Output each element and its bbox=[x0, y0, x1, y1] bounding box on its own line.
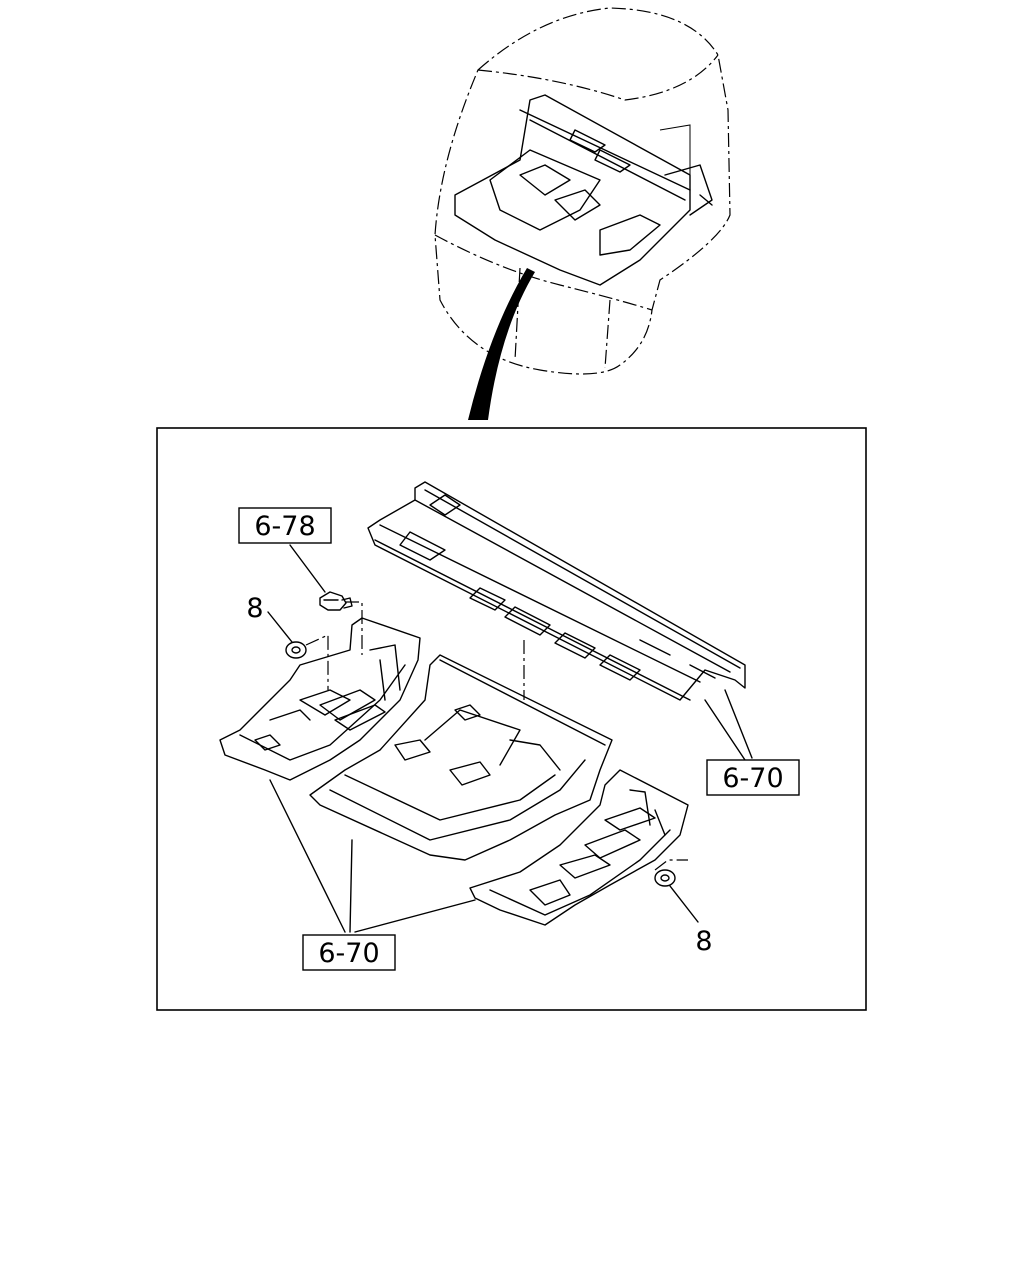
ref-6-70-bottom-text: 6-70 bbox=[318, 938, 379, 969]
center-floor-panel bbox=[309, 654, 613, 861]
ref-6-78-text: 6-78 bbox=[254, 511, 315, 542]
bolt-part bbox=[319, 591, 353, 611]
ref-6-78: 6-78 bbox=[238, 507, 332, 544]
ref-6-70-bottom: 6-70 bbox=[302, 934, 396, 971]
nut-right-part bbox=[654, 869, 676, 887]
rear-cross-member bbox=[367, 481, 746, 701]
right-floor-panel bbox=[469, 769, 689, 926]
nut-left-part bbox=[285, 641, 307, 659]
ref-6-70-right-text: 6-70 bbox=[722, 763, 783, 794]
item-8-left-label: 8 bbox=[246, 593, 263, 624]
detail-frame bbox=[156, 427, 867, 1011]
left-floor-panel bbox=[219, 617, 421, 781]
cab-overview bbox=[434, 7, 731, 420]
ref-6-70-right: 6-70 bbox=[706, 759, 800, 796]
item-8-right-label: 8 bbox=[695, 926, 712, 957]
leader-lines bbox=[267, 544, 753, 933]
